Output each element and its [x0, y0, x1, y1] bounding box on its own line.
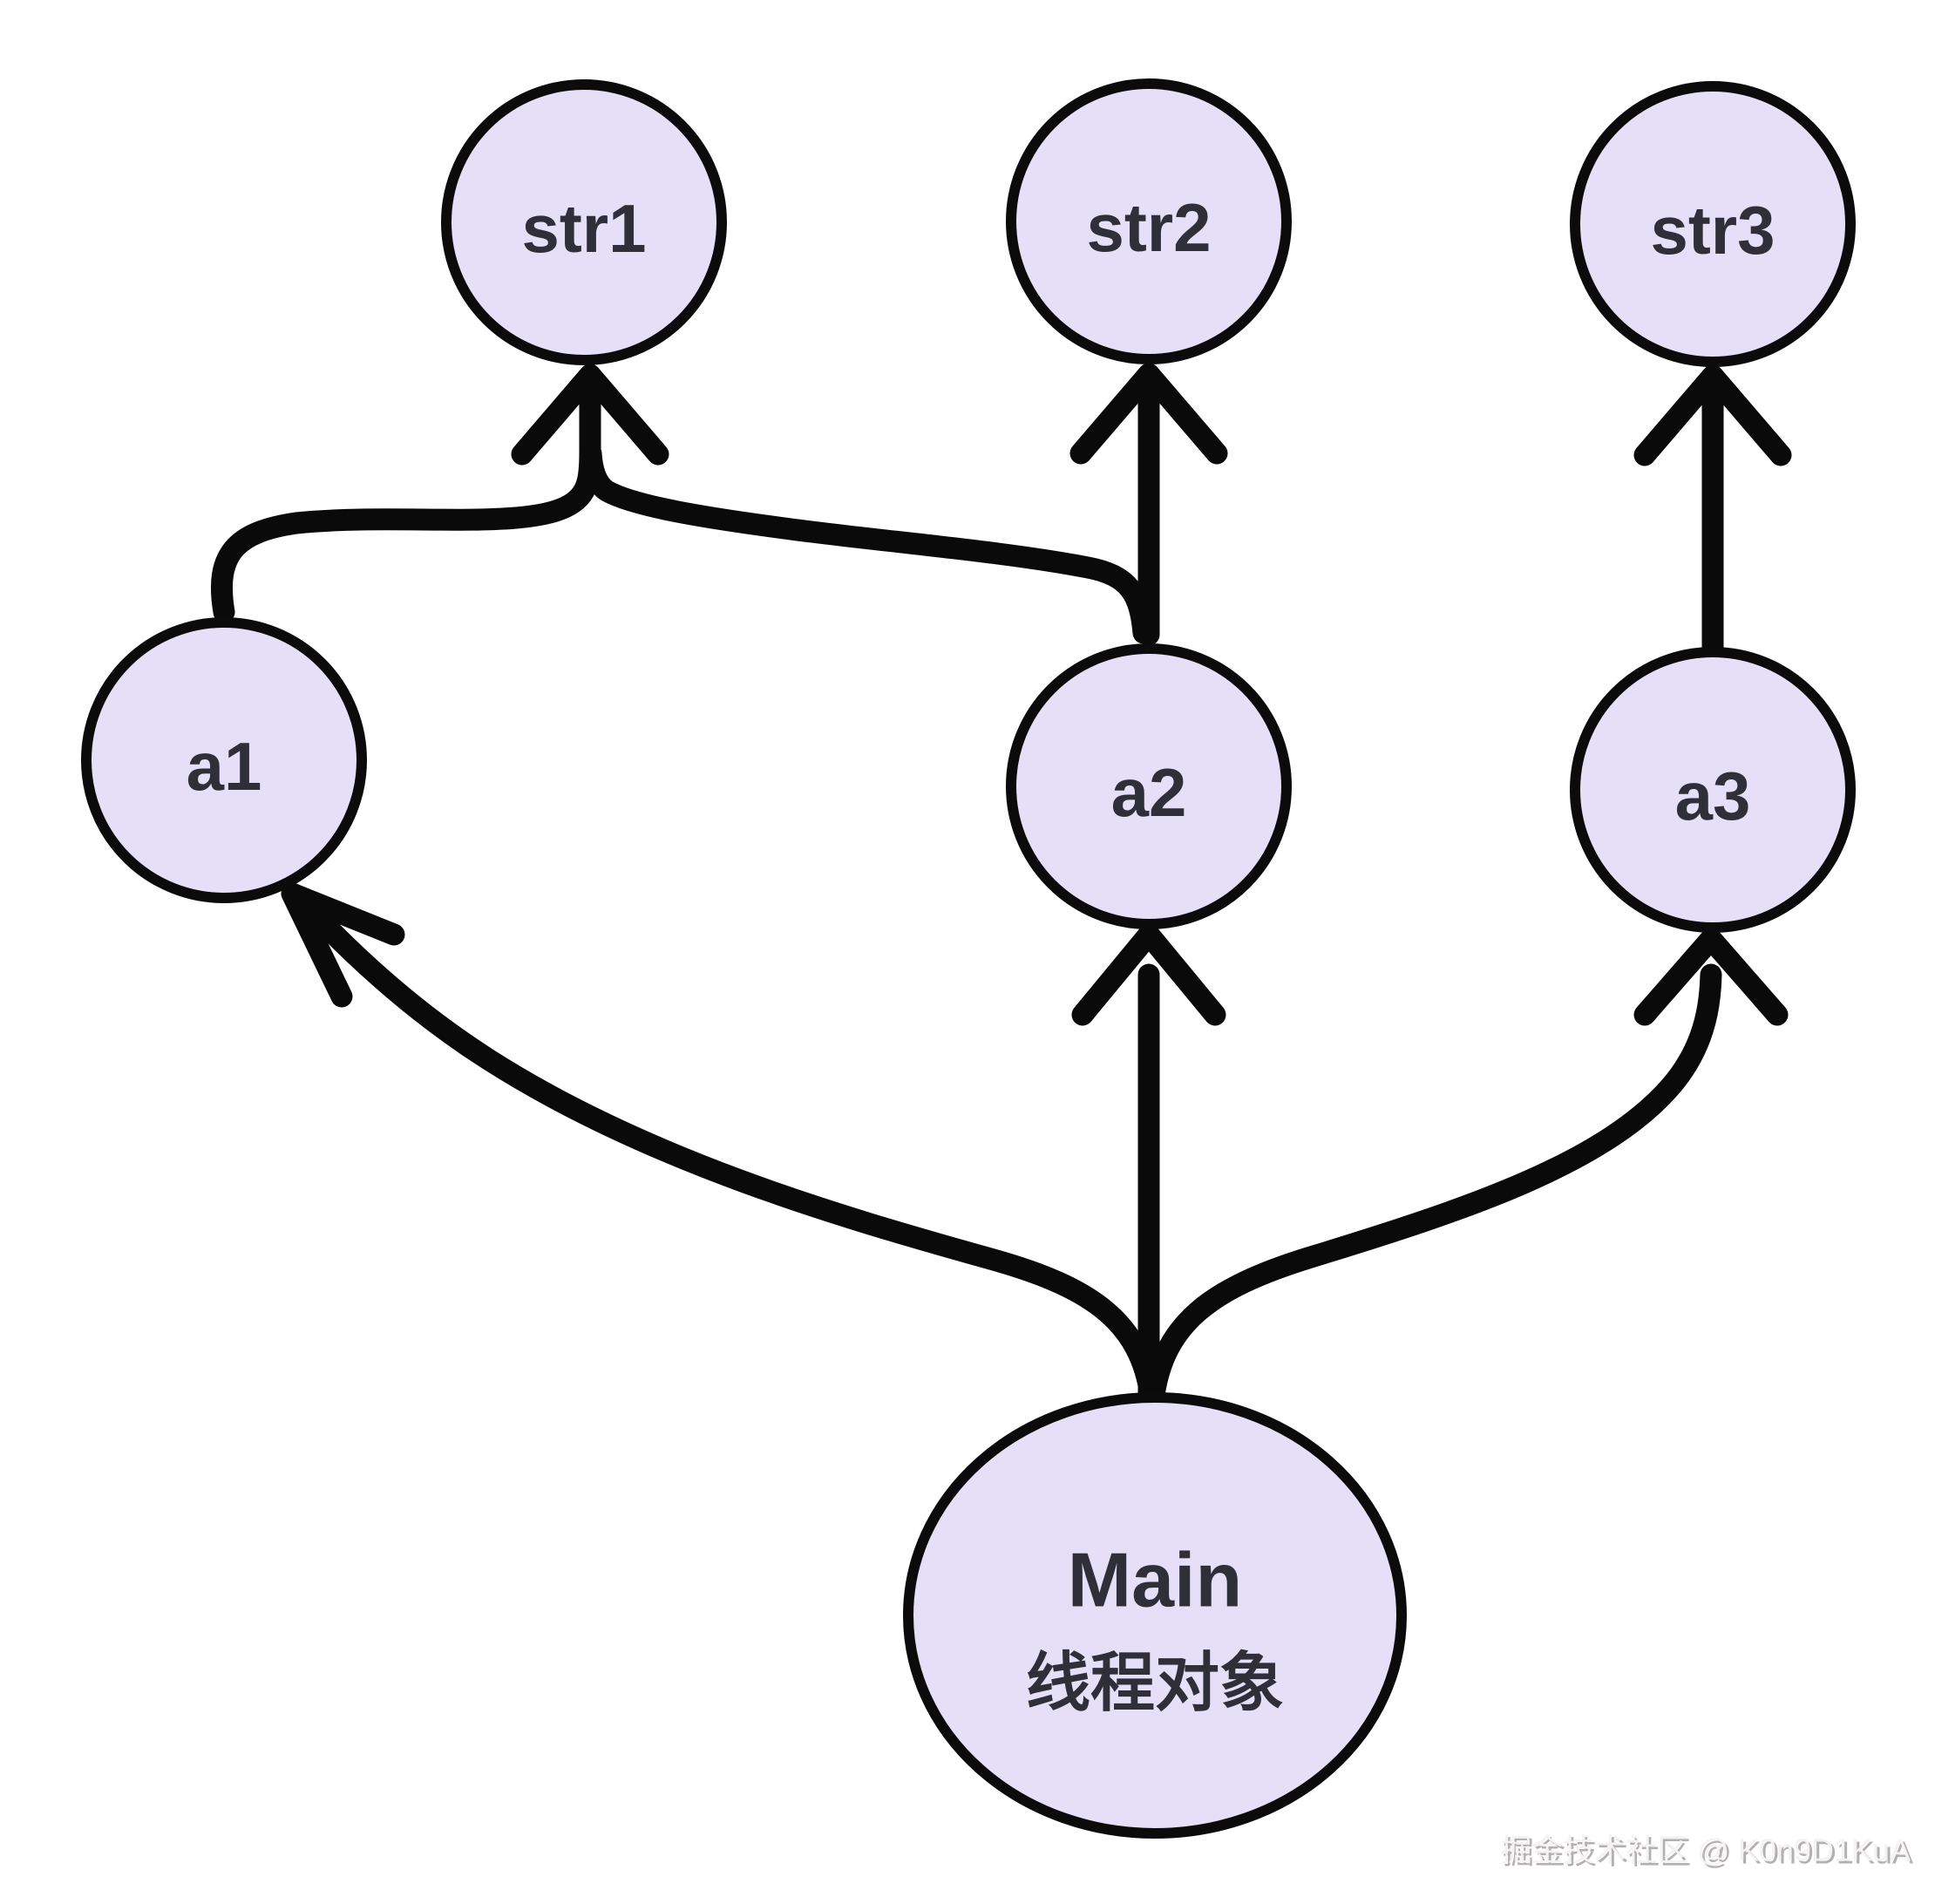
node-a2: a2 [1006, 643, 1292, 929]
node-main-thread: Main 线程对象 [903, 1392, 1407, 1839]
node-a2-label: a2 [1111, 754, 1187, 831]
edge-main-a1-path [308, 908, 1162, 1406]
node-a2-circle [1006, 643, 1292, 929]
node-str2-circle [1006, 78, 1292, 364]
node-a1: a1 [81, 617, 367, 903]
node-a3-circle [1570, 647, 1856, 933]
watermark: 掘金技术社区 @ K0n9D1KuA 掘金技术社区 @ K0n9D1KuA [1500, 1833, 1913, 1871]
node-str3-circle [1570, 81, 1856, 367]
edge-a2-str2 [1069, 363, 1228, 646]
edge-a1-str1-path [210, 440, 601, 623]
edge-main-a1-arrowhead [281, 882, 405, 1008]
edge-main-a3-path [1143, 963, 1722, 1406]
edge-a2-str1 [580, 442, 1155, 644]
watermark-front-text: 掘金技术社区 @ K0n9D1KuA [1500, 1833, 1911, 1868]
node-a1-label: a1 [187, 728, 262, 805]
node-a3-label: a3 [1675, 758, 1751, 834]
node-str3-label: str3 [1650, 192, 1775, 269]
watermark-shadow-text: 掘金技术社区 @ K0n9D1KuA [1503, 1835, 1913, 1871]
edge-a3-str3-arrowhead [1633, 364, 1792, 466]
edge-main-a1 [281, 882, 1162, 1406]
edges-layer [210, 363, 1792, 1406]
node-main-label-line1: Main [1068, 1537, 1242, 1623]
node-str2: str2 [1006, 78, 1292, 364]
edge-str1-arrowhead [511, 364, 669, 466]
edge-a2-str1-path [580, 442, 1155, 644]
edge-a3-str3 [1633, 364, 1792, 660]
nodes-layer: str1 str2 str3 a1 a2 a3 Main 线程对象 [81, 78, 1856, 1839]
node-str1: str1 [441, 79, 727, 365]
edge-main-a3-arrowhead [1633, 928, 1789, 1026]
node-main-label-line2: 线程对象 [1026, 1647, 1284, 1719]
edge-a1-str1 [210, 364, 669, 623]
node-str2-label: str2 [1086, 189, 1211, 266]
edge-main-a2-arrowhead [1071, 923, 1226, 1026]
node-main-ellipse [903, 1392, 1407, 1839]
node-a1-circle [81, 617, 367, 903]
edge-main-a3 [1143, 928, 1789, 1406]
node-str1-label: str1 [521, 190, 646, 267]
node-a3: a3 [1570, 647, 1856, 933]
edge-main-a2 [1071, 923, 1226, 1404]
node-str1-circle [441, 79, 727, 365]
edge-a2-str2-arrowhead [1069, 363, 1228, 465]
node-str3: str3 [1570, 81, 1856, 367]
